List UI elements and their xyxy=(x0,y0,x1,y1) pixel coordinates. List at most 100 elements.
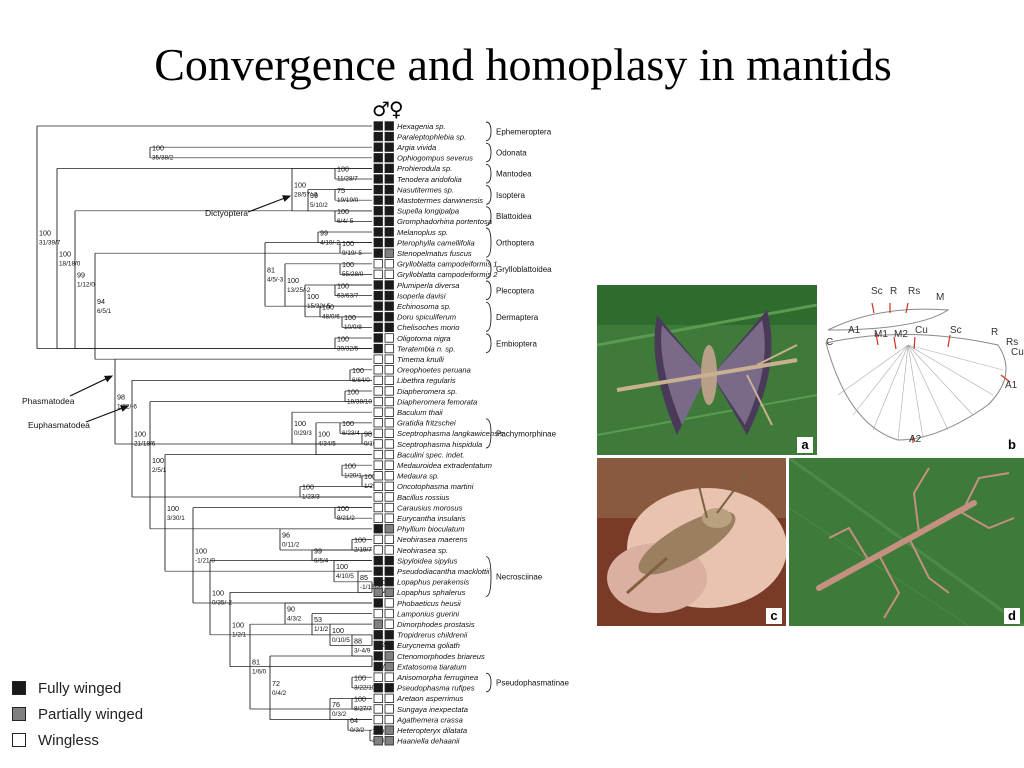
group-label: Dermaptera xyxy=(496,313,539,322)
wing-vein-label: C xyxy=(826,337,834,348)
male-wing-state-box xyxy=(373,333,383,343)
female-wing-state-box xyxy=(384,216,394,227)
taxon-name: Lopaphus perakensis xyxy=(397,578,469,587)
taxon-name: Paraleptophlebia sp. xyxy=(397,132,466,141)
female-wing-state-box xyxy=(384,259,394,269)
taxon-name: Agathemera crassa xyxy=(396,715,463,724)
node-support-bottom: 55/28/0 xyxy=(342,271,364,278)
female-wing-state-box xyxy=(384,142,394,152)
taxon-name: Aretaon asperrimus xyxy=(396,694,463,703)
taxon-name: Timema knulli xyxy=(397,355,444,364)
node-support-bottom: 18/38/10 xyxy=(347,398,372,405)
photo-label: c xyxy=(766,608,782,624)
female-wing-state-box xyxy=(384,280,394,290)
taxon-name: Neohirasea maerens xyxy=(397,535,468,544)
male-wing-state-box xyxy=(373,736,383,746)
node-support-bottom: 31/39/7 xyxy=(39,239,61,246)
node-support-bottom: 1/20/1 xyxy=(344,473,362,480)
male-wing-state-box xyxy=(373,534,383,544)
clade-annotation-label: Phasmatodea xyxy=(22,396,75,406)
female-wing-state-box xyxy=(384,545,394,555)
node-support-top: 100 xyxy=(232,621,244,630)
male-wing-state-box xyxy=(373,343,383,354)
taxon-name: Haaniella dehaanii xyxy=(397,737,460,746)
female-wing-state-box xyxy=(384,471,394,481)
node-support-top: 100 xyxy=(354,695,366,704)
node-support-bottom: 3/30/1 xyxy=(167,515,185,522)
node-support-top: 100 xyxy=(294,419,306,428)
node-support-top: 94 xyxy=(97,297,105,306)
node-support-top: 99 xyxy=(77,271,85,280)
female-wing-state-box xyxy=(384,577,394,587)
node-support-top: 100 xyxy=(195,546,207,555)
node-support-top: 64 xyxy=(350,716,358,725)
male-wing-state-box xyxy=(373,386,383,396)
node-support-bottom: -1/21/0 xyxy=(195,557,215,564)
slide-title: Convergence and homoplasy in mantids xyxy=(154,39,892,90)
taxon-name: Bacillus rossius xyxy=(397,493,450,502)
group-label: Isoptera xyxy=(496,191,525,200)
legend-partial: Partially winged xyxy=(12,706,143,723)
female-wing-state-box xyxy=(384,121,394,131)
photo-label: b xyxy=(1004,437,1020,453)
female-wing-state-box xyxy=(384,672,394,682)
female-wing-state-box xyxy=(384,704,394,714)
male-wing-state-box xyxy=(373,481,383,492)
node-support-bottom: 21/18/6 xyxy=(134,441,156,448)
taxon-name: Hexagenia sp. xyxy=(397,122,446,131)
insect-in-hand-illustration xyxy=(597,458,786,626)
taxon-name: Isoperla davisi xyxy=(397,291,446,300)
female-wing-state-box xyxy=(384,343,394,354)
winged-insect-illustration xyxy=(597,285,817,455)
node-support-bottom: 1/1/2 xyxy=(314,626,329,633)
clade-annotation-label: Euphasmatodea xyxy=(28,420,90,430)
female-wing-state-box xyxy=(384,227,394,237)
node-support-top: 99 xyxy=(314,546,322,555)
group-bracket xyxy=(485,163,492,184)
male-wing-state-box xyxy=(373,312,383,322)
female-wing-state-box xyxy=(384,661,394,672)
male-wing-state-box xyxy=(373,290,383,301)
taxon-name: Diapheromera femorata xyxy=(397,397,477,406)
male-wing-state-box xyxy=(373,396,383,407)
taxon-name: Sceptrophasma langkawicensis xyxy=(397,429,504,438)
node-support-top: 100 xyxy=(302,483,314,492)
male-wing-state-box xyxy=(373,301,383,311)
node-support-bottom: 2/5/1 xyxy=(152,467,167,474)
node-support-top: 100 xyxy=(344,462,356,471)
node-support-bottom: 0/10/0 xyxy=(364,441,382,448)
female-wing-state-box xyxy=(384,354,394,364)
node-support-bottom: 4/10/-2 xyxy=(320,239,340,246)
node-support-bottom: 2/19/7 xyxy=(354,547,372,554)
node-support-bottom: 6/4/-5 xyxy=(337,218,354,225)
male-wing-state-box xyxy=(373,714,383,725)
female-wing-state-box xyxy=(384,365,394,375)
node-support-bottom: 4/34/5 xyxy=(318,441,336,448)
taxon-name: Mastotermes darwinensis xyxy=(397,196,483,205)
node-support-bottom: -1/13/-6 xyxy=(360,584,382,591)
taxa-list: Hexagenia sp.Paraleptophlebia sp.Argia v… xyxy=(373,121,504,746)
female-wing-state-box xyxy=(384,608,394,619)
node-support-top: 76 xyxy=(332,700,340,709)
taxon-name: Doru spiculiferum xyxy=(397,313,456,322)
node-support-top: 88 xyxy=(354,636,362,645)
taxon-name: Ctenomorphodes briareus xyxy=(397,652,485,661)
taxon-name: Prohierodula sp. xyxy=(397,164,452,173)
node-support-top: 100 xyxy=(294,181,306,190)
legend-none: Wingless xyxy=(12,732,99,749)
female-wing-state-box xyxy=(384,248,394,258)
legend-full: Fully winged xyxy=(12,680,121,697)
photo-d-stick-insect: d xyxy=(789,458,1024,626)
group-label: Ephemeroptera xyxy=(496,127,552,136)
group-bracket xyxy=(485,556,492,597)
taxon-name: Medaura sp. xyxy=(397,472,439,481)
male-wing-state-box xyxy=(373,651,383,661)
female-wing-state-box xyxy=(384,502,394,513)
male-wing-state-box xyxy=(373,280,383,290)
male-wing-state-box xyxy=(373,216,383,227)
female-wing-state-box xyxy=(384,386,394,396)
taxon-name: Diapheromera sp. xyxy=(397,387,457,396)
group-bracket xyxy=(485,333,492,354)
taxon-name: Grylloblatta campodeiformis 2 xyxy=(397,270,498,279)
